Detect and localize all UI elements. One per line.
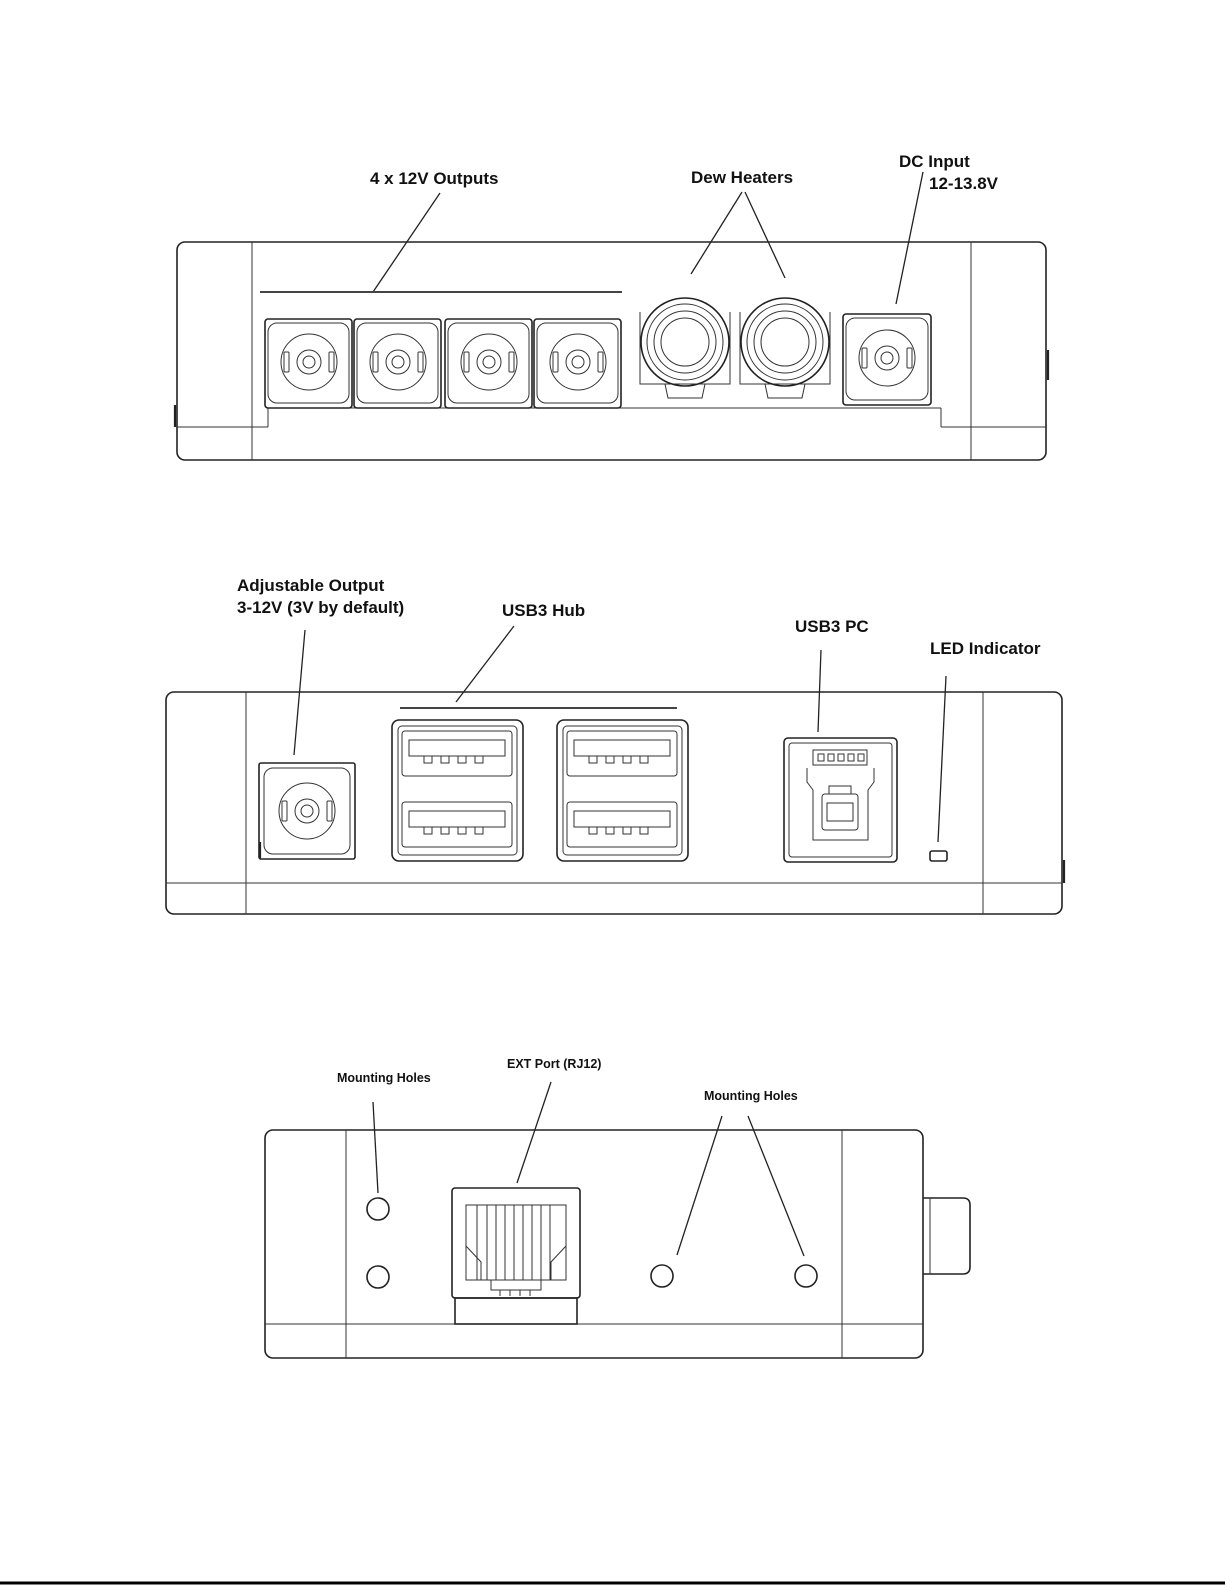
output-socket-2 xyxy=(354,319,441,408)
leader-ext-port xyxy=(517,1082,551,1183)
usb3-hub-stack-1 xyxy=(392,720,523,861)
leader-dew-left xyxy=(691,192,742,274)
label-mounting-holes-left: Mounting Holes xyxy=(337,1071,431,1085)
label-ext-port: EXT Port (RJ12) xyxy=(507,1057,601,1071)
output-socket-4 xyxy=(534,319,621,408)
leader-mounting-right-1 xyxy=(677,1116,722,1255)
leader-dc-input xyxy=(896,172,923,304)
rear-enclosure xyxy=(166,692,1062,914)
mounting-hole-1 xyxy=(367,1198,389,1220)
label-usb3-hub: USB3 Hub xyxy=(502,601,585,620)
mounting-hole-2 xyxy=(367,1266,389,1288)
mounting-hole-3 xyxy=(651,1265,673,1287)
side-panel: Mounting Holes EXT Port (RJ12) Mounting … xyxy=(265,1057,970,1358)
label-adjustable-output: Adjustable Output xyxy=(237,576,385,595)
label-12v-outputs: 4 x 12V Outputs xyxy=(370,169,498,188)
leader-dew-right xyxy=(745,192,785,278)
label-led-indicator: LED Indicator xyxy=(930,639,1041,658)
leader-mounting-right-2 xyxy=(748,1116,804,1256)
output-socket-1 xyxy=(265,319,352,408)
label-dc-input: DC Input xyxy=(899,152,970,171)
rear-panel: Adjustable Output 3-12V (3V by default) … xyxy=(166,576,1064,914)
dew-heater-socket-2 xyxy=(740,298,830,398)
label-adjustable-range: 3-12V (3V by default) xyxy=(237,598,404,617)
label-dew-heaters: Dew Heaters xyxy=(691,168,793,187)
usb3-hub-stack-2 xyxy=(557,720,688,861)
front-enclosure xyxy=(177,242,1046,460)
adjustable-output-socket xyxy=(259,763,355,859)
front-panel: 4 x 12V Outputs Dew Heaters DC Input 12-… xyxy=(175,152,1048,460)
leader-usb3-hub xyxy=(456,626,514,702)
label-dc-voltage: 12-13.8V xyxy=(929,174,999,193)
rj12-ext-port xyxy=(452,1188,580,1324)
mounting-hole-4 xyxy=(795,1265,817,1287)
leader-usb3-pc xyxy=(818,650,821,732)
label-mounting-holes-right: Mounting Holes xyxy=(704,1089,798,1103)
leader-led xyxy=(938,676,946,842)
dew-heater-socket-1 xyxy=(640,298,730,398)
leader-mounting-left xyxy=(373,1102,378,1193)
usb3-pc-socket xyxy=(784,738,897,862)
label-usb3-pc: USB3 PC xyxy=(795,617,869,636)
dc-input-socket xyxy=(843,314,931,405)
output-socket-3 xyxy=(445,319,532,408)
led-indicator xyxy=(930,851,947,861)
